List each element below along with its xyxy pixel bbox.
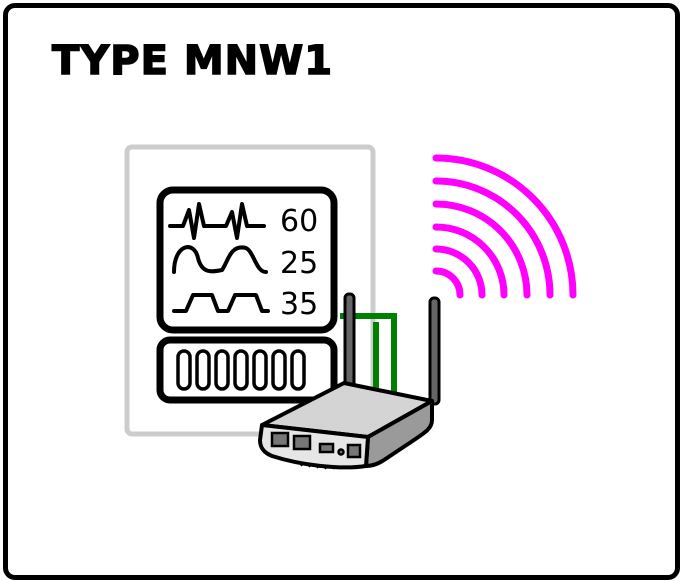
reading-value: 25 bbox=[280, 246, 318, 281]
monitor-slots bbox=[176, 349, 306, 391]
respiration-wave-icon bbox=[172, 245, 268, 274]
router-antennas bbox=[343, 292, 441, 406]
network-cable bbox=[340, 313, 397, 392]
diagram-title: TYPE MNW1 bbox=[51, 37, 334, 85]
ecg-icon bbox=[168, 202, 266, 240]
router-ports bbox=[270, 431, 362, 459]
router-vents bbox=[299, 462, 343, 470]
square-wave-icon bbox=[172, 293, 270, 313]
reading-value: 35 bbox=[280, 287, 318, 322]
wifi-signal-icon bbox=[432, 154, 577, 299]
reading-value: 60 bbox=[280, 204, 318, 239]
